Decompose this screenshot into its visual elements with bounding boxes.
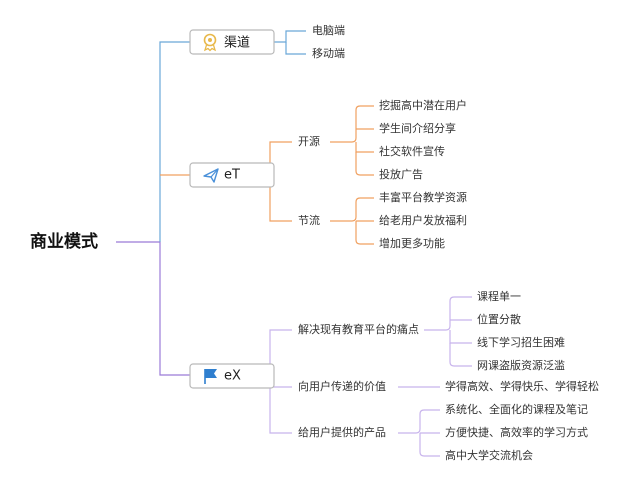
ex-connector	[449, 330, 472, 344]
et-connector	[355, 142, 374, 153]
channels-connector	[285, 42, 306, 55]
ex-item: 学得高效、学得快乐、学得轻松	[445, 379, 599, 393]
et-box[interactable]	[189, 162, 275, 188]
channels-connector	[274, 30, 306, 43]
ex-connector	[419, 433, 440, 457]
branch-ex[interactable]: eX 解决现有教育平台的痛点 课程单一 位置分散 线下学习招生困难 网课盗版资源…	[189, 290, 599, 462]
ex-item: 位置分散	[477, 312, 521, 326]
channels-label: 渠道	[224, 36, 250, 51]
branch-et[interactable]: eT 开源 挖掘高中潜在用户 学生间介绍分享 社交软件宣传 投放广告 节流 丰富…	[189, 98, 467, 250]
et-connector	[351, 105, 374, 143]
et-group-label: 开源	[298, 134, 320, 148]
et-item: 丰富平台教学资源	[379, 190, 467, 204]
et-label: eT	[224, 168, 240, 183]
et-connector	[355, 152, 374, 176]
ex-group-label: 解决现有教育平台的痛点	[298, 322, 419, 336]
et-item: 挖掘高中潜在用户	[379, 98, 467, 112]
et-item: 投放广告	[379, 167, 423, 181]
et-item: 给老用户发放福利	[379, 213, 467, 227]
ex-item: 课程单一	[477, 290, 521, 303]
ex-item: 线下学习招生困难	[477, 335, 565, 349]
et-item: 学生间介绍分享	[379, 121, 456, 135]
et-connector	[351, 197, 374, 222]
ex-connector	[269, 387, 292, 434]
ex-item: 高中大学交流机会	[445, 448, 533, 462]
ex-group-label: 向用户传递的价值	[298, 379, 386, 393]
medal-icon	[203, 33, 217, 52]
et-group-label: 节流	[298, 213, 320, 227]
et-connector	[355, 221, 374, 245]
paper-plane-icon	[203, 168, 219, 183]
channel-item: 移动端	[312, 47, 345, 60]
channel-item: 电脑端	[312, 24, 345, 37]
channels-box[interactable]	[189, 29, 275, 55]
root-connector-channels	[159, 41, 190, 242]
ex-connector	[449, 343, 472, 367]
et-item: 增加更多功能	[379, 236, 445, 250]
ex-item: 方便快捷、高效率的学习方式	[445, 425, 588, 439]
flag-icon	[204, 369, 217, 384]
ex-label: eX	[224, 369, 241, 384]
root-connector-ex	[116, 241, 190, 376]
ex-item: 系统化、全面化的课程及笔记	[445, 402, 588, 416]
et-connector	[269, 175, 292, 222]
et-item: 社交软件宣传	[379, 144, 445, 158]
root-topic: 商业模式	[30, 231, 98, 252]
ex-item: 网课盗版资源泛滥	[477, 358, 565, 372]
branch-channels[interactable]: 渠道 电脑端 移动端	[189, 24, 345, 60]
ex-connector	[415, 409, 440, 434]
ex-connector	[445, 296, 472, 331]
ex-group-label: 给用户提供的产品	[298, 425, 386, 439]
